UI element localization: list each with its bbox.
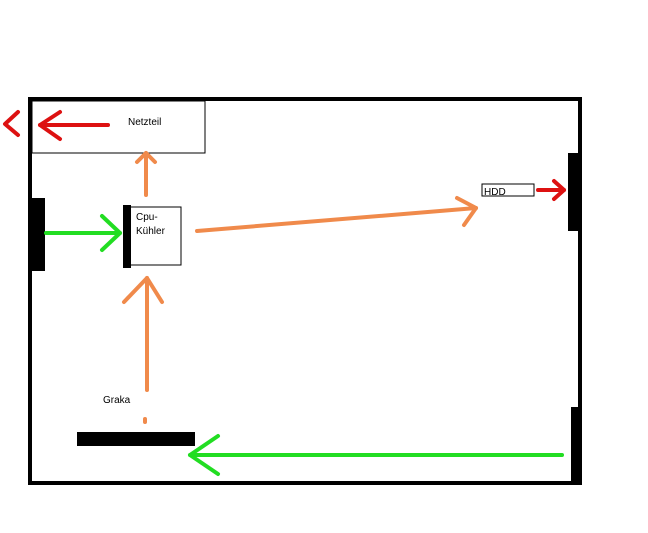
intake-arrow-bottom	[188, 434, 564, 476]
exhaust-arrow-psu	[38, 110, 110, 141]
hdd-label: HDD	[484, 187, 506, 198]
cpu-cooler-fan	[123, 205, 131, 268]
rear-exhaust-fan	[568, 153, 582, 231]
airflow-arrow-cpu-to-psu	[135, 151, 157, 197]
exhaust-arrow-hdd	[536, 179, 566, 201]
cpu-cooler-label-line1: Cpu-	[136, 212, 158, 223]
psu-label: Netzteil	[128, 117, 161, 128]
gpu-label: Graka	[103, 395, 131, 406]
front-intake-fan	[30, 198, 45, 271]
intake-arrow-front	[44, 214, 122, 252]
hdd-box	[481, 183, 535, 197]
gpu-card	[77, 432, 195, 446]
rear-lower-fan	[571, 407, 581, 483]
airflow-arrow-cpu-to-hdd	[195, 196, 478, 233]
exhaust-arrow-outside	[3, 110, 20, 137]
pc-case-outline	[28, 97, 582, 485]
cpu-cooler-label-line2: Kühler	[136, 226, 166, 237]
airflow-arrow-gpu-to-cpu	[122, 276, 164, 424]
cpu-cooler-box	[126, 206, 182, 266]
